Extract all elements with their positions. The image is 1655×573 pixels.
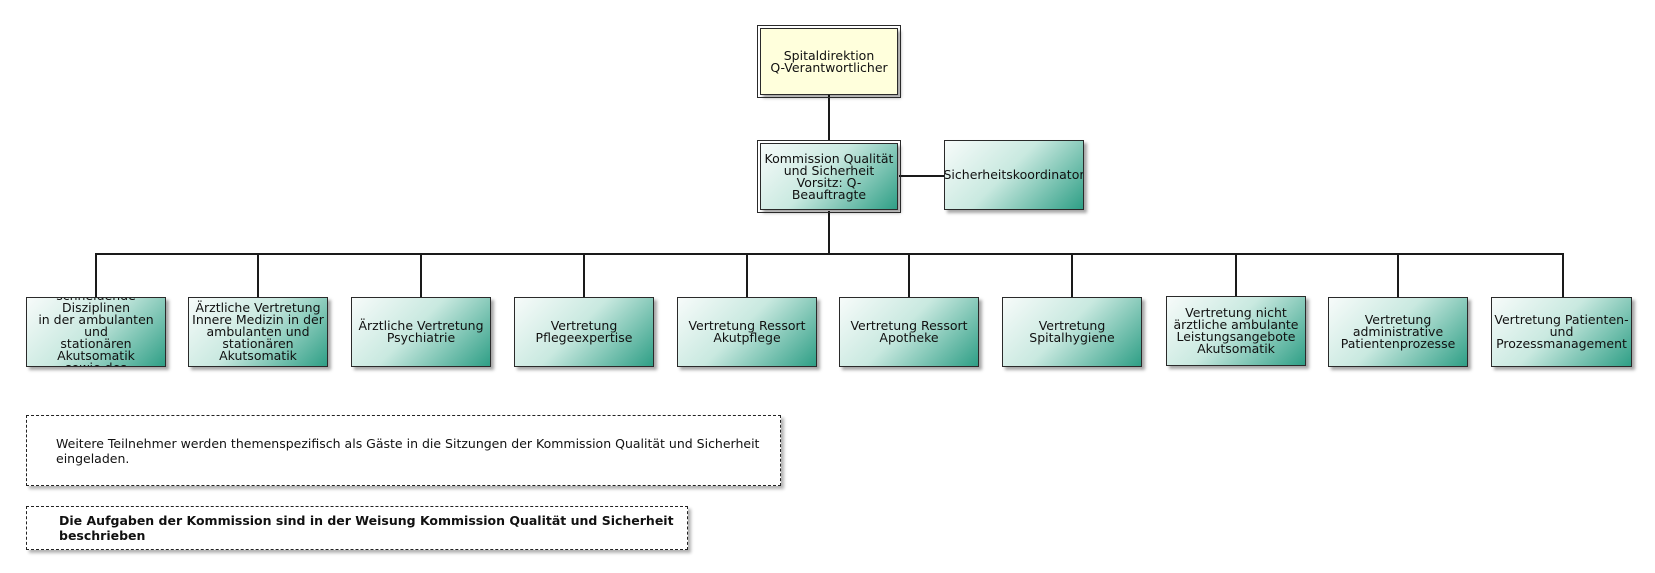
node-member-7: Vertretung Spitalhygiene [1002, 297, 1142, 367]
connector-drop-1 [95, 253, 97, 298]
connector-drop-4 [583, 253, 585, 298]
node-member-label: Ärztliche Vertretung Innere Medizin in d… [192, 300, 324, 363]
connector-drop-10 [1562, 253, 1564, 298]
node-member-label: Vertretung nicht ärztliche ambulante Lei… [1173, 305, 1299, 356]
node-member-1: Ärztliche Vertretung schneidende Diszipl… [26, 297, 166, 367]
node-member-label: Vertretung Patienten- und Prozessmanagem… [1494, 312, 1629, 351]
node-member-9: Vertretung administrative Patientenproze… [1328, 297, 1468, 367]
connector-drop-6 [908, 253, 910, 298]
connector-drop-9 [1397, 253, 1399, 298]
node-member-4: Vertretung Pflegeexpertise [514, 297, 654, 367]
node-member-3: Ärztliche Vertretung Psychiatrie [351, 297, 491, 367]
node-member-10: Vertretung Patienten- und Prozessmanagem… [1491, 297, 1632, 367]
note-tasks: Die Aufgaben der Kommission sind in der … [26, 506, 688, 550]
node-member-label: Vertretung Ressort Apotheke [850, 318, 968, 345]
connector-drop-8 [1235, 253, 1237, 298]
node-member-8: Vertretung nicht ärztliche ambulante Lei… [1166, 296, 1306, 366]
node-sicherheitskoordinator-label: Sicherheitskoordinator [944, 167, 1084, 182]
node-member-5: Vertretung Ressort Akutpflege [677, 297, 817, 367]
node-kommission: Kommission Qualität und Sicherheit Vorsi… [757, 140, 901, 213]
note-guests-text: Weitere Teilnehmer werden themenspezifis… [56, 435, 760, 466]
node-sicherheitskoordinator: Sicherheitskoordinator [944, 140, 1084, 210]
connector-drop-7 [1071, 253, 1073, 298]
node-kommission-label: Kommission Qualität und Sicherheit Vorsi… [764, 150, 894, 202]
node-spitaldirektion-label: Spitaldirektion Q-Verantwortlicher [770, 47, 888, 75]
node-member-2: Ärztliche Vertretung Innere Medizin in d… [188, 297, 328, 367]
connector-commission-coordinator [899, 175, 944, 177]
connector-drop-3 [420, 253, 422, 298]
node-member-label: Vertretung Ressort Akutpflege [688, 318, 806, 345]
node-member-label: Ärztliche Vertretung Psychiatrie [358, 318, 484, 345]
connector-commission-bus [828, 211, 830, 254]
connector-drop-5 [746, 253, 748, 298]
node-member-6: Vertretung Ressort Apotheke [839, 297, 979, 367]
node-spitaldirektion: Spitaldirektion Q-Verantwortlicher [757, 25, 901, 98]
note-tasks-text: Die Aufgaben der Kommission sind in der … [59, 513, 674, 543]
node-member-label: Vertretung administrative Patientenproze… [1340, 312, 1456, 351]
node-member-label: Vertretung Spitalhygiene [1029, 318, 1115, 345]
node-member-label: Ärztliche Vertretung schneidende Diszipl… [38, 298, 154, 366]
node-member-label: Vertretung Pflegeexpertise [535, 318, 633, 345]
connector-top-commission [828, 95, 830, 141]
connector-drop-2 [257, 253, 259, 298]
connector-horizontal-bus [95, 253, 1564, 255]
note-guests: Weitere Teilnehmer werden themenspezifis… [26, 415, 781, 486]
